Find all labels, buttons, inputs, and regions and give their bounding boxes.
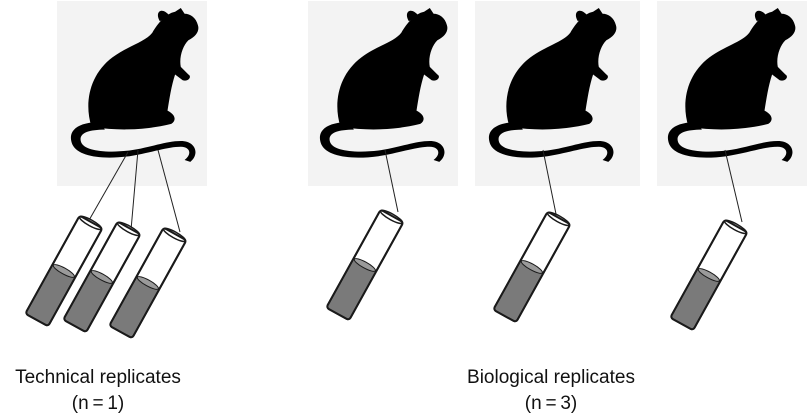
sample-line xyxy=(157,149,181,233)
technical-replicates-group xyxy=(24,1,207,340)
sample-line xyxy=(542,149,557,215)
test-tube-icon xyxy=(325,206,406,322)
sample-line xyxy=(724,149,743,223)
sample-line xyxy=(384,149,399,213)
test-tube-icon xyxy=(669,216,750,332)
caption-title: Biological replicates xyxy=(467,367,635,388)
caption-title: Technical replicates xyxy=(15,367,181,388)
biological-replicates-group xyxy=(308,1,807,332)
technical-replicates-caption: Technical replicates (n = 1) xyxy=(0,365,196,417)
biological-replicates-caption: Biological replicates (n = 3) xyxy=(445,365,657,417)
caption-sample-size: (n = 1) xyxy=(71,393,125,414)
sample-line xyxy=(87,151,129,223)
sample-line xyxy=(130,149,139,231)
test-tube-icon xyxy=(492,208,573,324)
caption-sample-size: (n = 3) xyxy=(524,393,578,414)
